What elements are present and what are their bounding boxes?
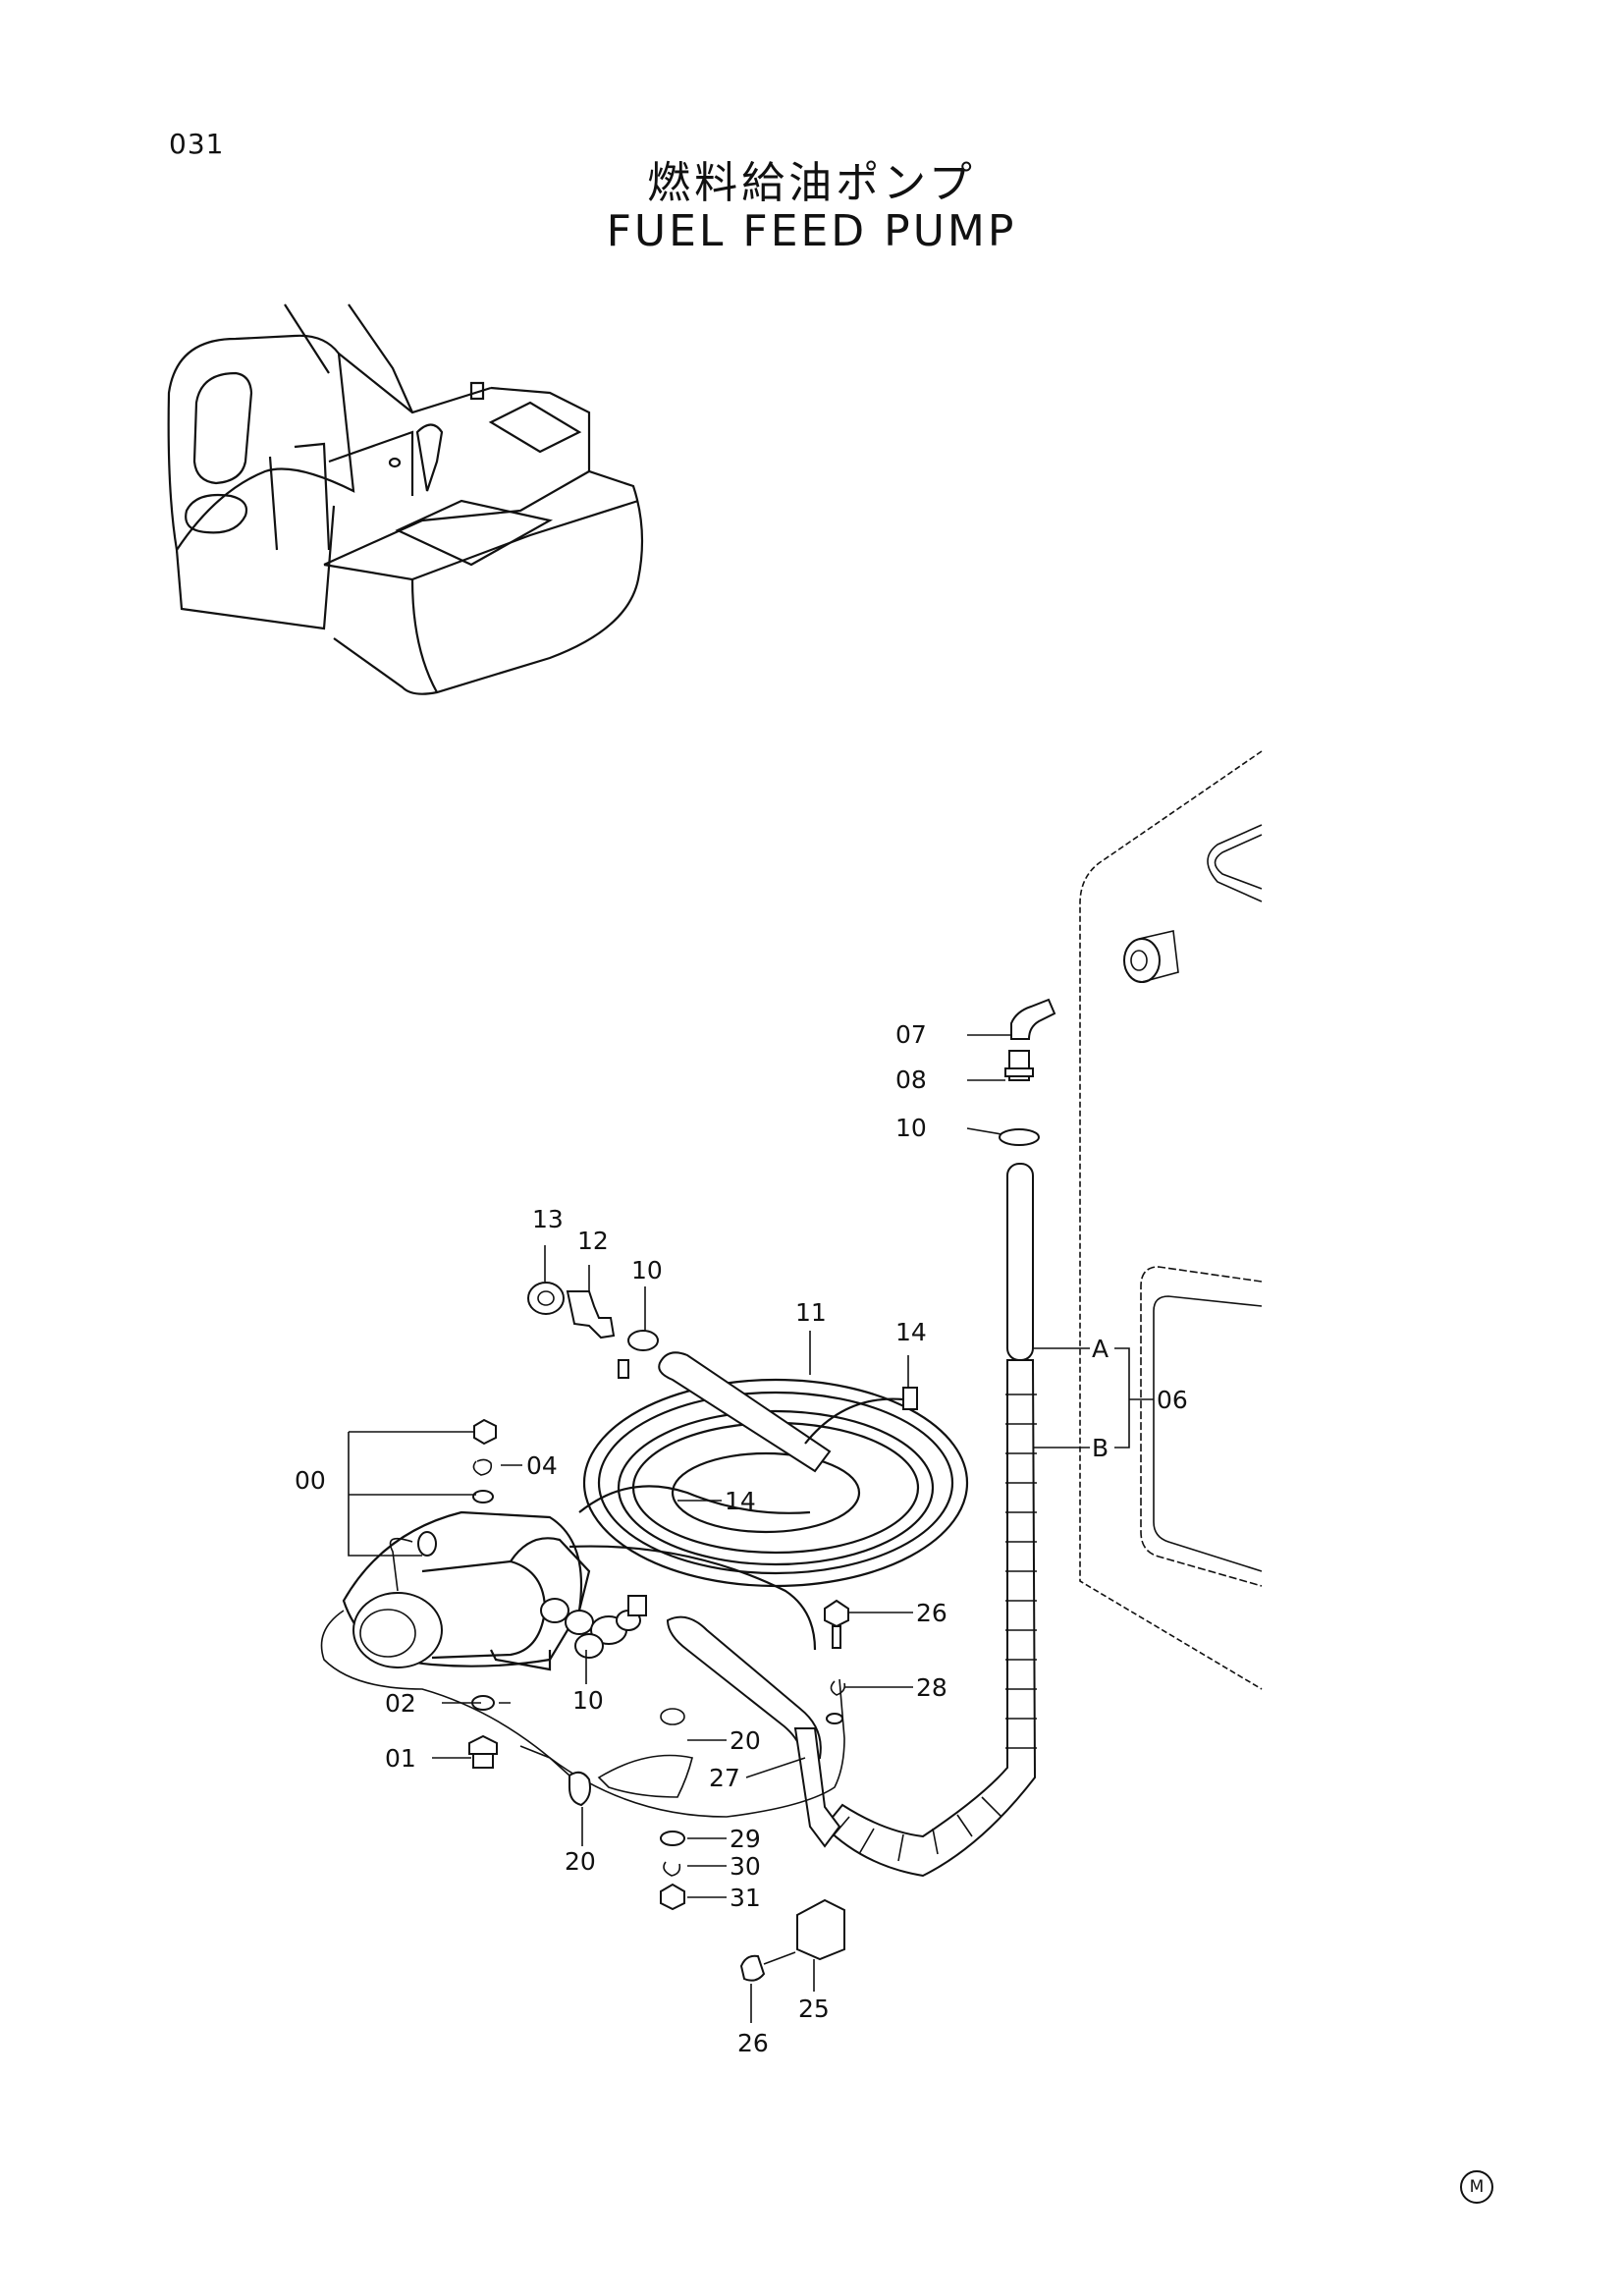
callout-00: 00 bbox=[295, 1466, 326, 1495]
callout-29: 29 bbox=[730, 1825, 761, 1853]
title-english: FUEL FEED PUMP bbox=[606, 206, 1017, 256]
callout-06: 06 bbox=[1157, 1386, 1188, 1414]
callout-B: B bbox=[1092, 1434, 1109, 1462]
callout-14: 14 bbox=[895, 1318, 927, 1346]
small-parts bbox=[468, 1282, 849, 1982]
callout-27: 27 bbox=[709, 1764, 740, 1792]
callout-11: 11 bbox=[795, 1298, 827, 1327]
callout-26: 26 bbox=[737, 2029, 769, 2057]
excavator-overview-illustration bbox=[167, 303, 644, 695]
page-number: 031 bbox=[169, 128, 225, 160]
callout-07: 07 bbox=[895, 1020, 927, 1049]
callout-20: 20 bbox=[730, 1726, 761, 1755]
callout-10: 10 bbox=[631, 1256, 663, 1285]
callout-31: 31 bbox=[730, 1884, 761, 1912]
leader-lines bbox=[348, 1034, 1154, 2023]
callout-labels: 07 08 10 13 12 10 11 14 A B 06 00 04 14 … bbox=[295, 1020, 1188, 2057]
callout-28: 28 bbox=[916, 1673, 947, 1702]
callout-12: 12 bbox=[577, 1227, 609, 1255]
callout-10: 10 bbox=[895, 1114, 927, 1142]
callout-04: 04 bbox=[526, 1451, 558, 1480]
callout-25: 25 bbox=[798, 1995, 830, 2023]
callout-14: 14 bbox=[725, 1487, 756, 1515]
callout-02: 02 bbox=[385, 1689, 416, 1718]
registered-mark: M bbox=[1460, 2170, 1493, 2204]
fuel-tank-outline bbox=[1079, 750, 1263, 1690]
title-japanese: 燃料給油ポンプ bbox=[647, 158, 976, 208]
callout-10: 10 bbox=[572, 1686, 604, 1715]
pump-assembly bbox=[320, 1510, 845, 1848]
callout-01: 01 bbox=[385, 1744, 416, 1773]
callout-26: 26 bbox=[916, 1599, 947, 1627]
vertical-hose-assembly bbox=[823, 998, 1056, 1878]
callout-08: 08 bbox=[895, 1066, 927, 1094]
callout-20: 20 bbox=[565, 1847, 596, 1876]
callout-13: 13 bbox=[532, 1205, 564, 1233]
callout-30: 30 bbox=[730, 1852, 761, 1881]
callout-A: A bbox=[1092, 1335, 1109, 1363]
coiled-hose bbox=[578, 1351, 969, 1588]
